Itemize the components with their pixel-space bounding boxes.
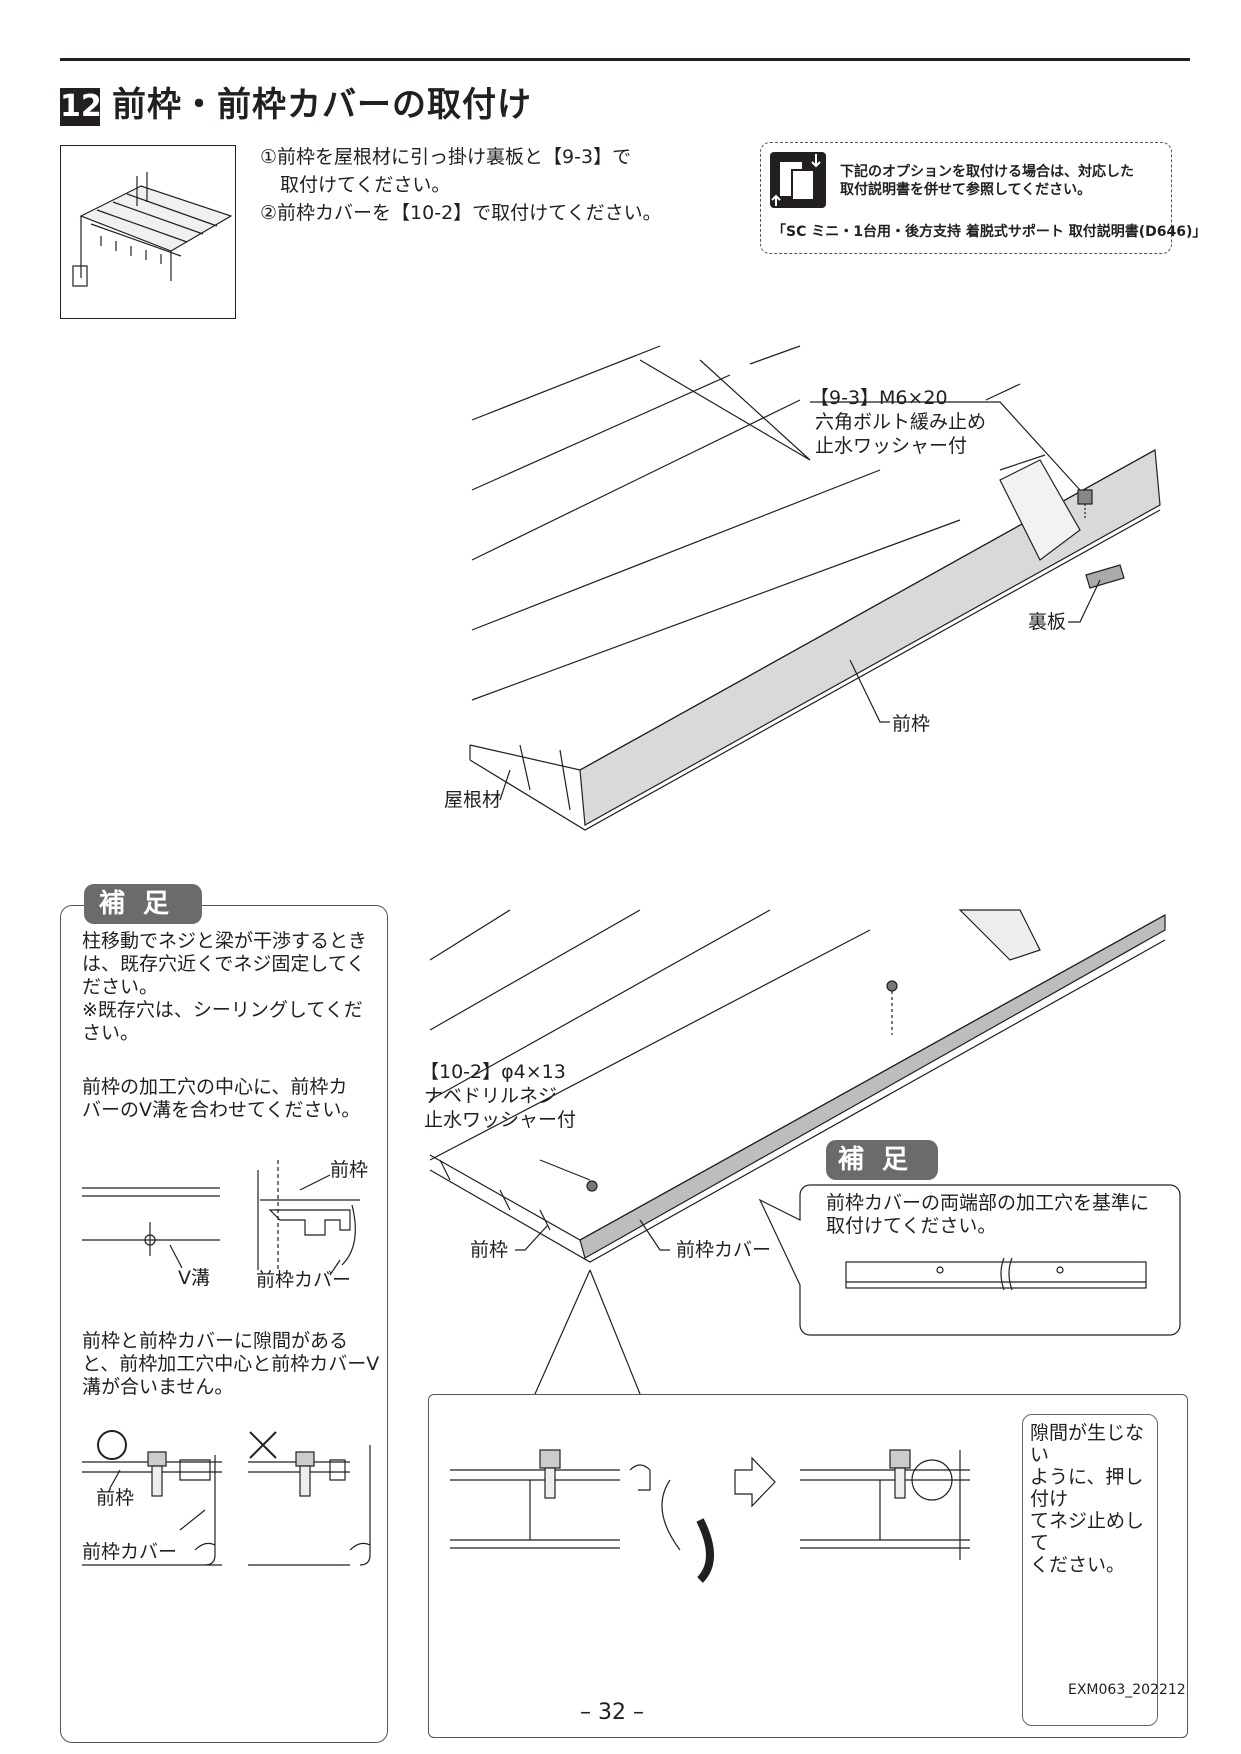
callout-line3: てネジ止めして [1030, 1510, 1145, 1554]
supplement-tab-right: 補足 [826, 1140, 938, 1180]
instruction-1: ①前枠を屋根材に引っ掛け裏板と【9-3】で [260, 146, 632, 168]
supplement-right-text: 前枠カバーの両端部の加工穴を基準に 取付けてください。 [826, 1192, 1156, 1238]
callout-text: 隙間が生じない ように、押し付け てネジ止めして ください。 [1030, 1422, 1156, 1576]
para1-line2: は、既存穴近くでネジ固定してく [82, 953, 366, 975]
para1-line3: ださい。 [82, 976, 159, 998]
callout-line2: ように、押し付け [1030, 1466, 1144, 1510]
supplement-tab-left: 補足 [84, 884, 202, 924]
para2-line1: 前枠の加工穴の中心に、前枠カ [82, 1076, 348, 1098]
detail-box [428, 1394, 1188, 1738]
para1-line4: ※既存穴は、シーリングしてくだ [82, 999, 363, 1021]
roof-material-label: 屋根材 [444, 789, 502, 811]
page-title: 前枠・前枠カバーの取付け [112, 85, 532, 125]
front-frame-label: 前枠 [892, 713, 931, 735]
top-rule [60, 58, 1190, 61]
option-reference: 「SC ミニ・1台用・後方支持 着脱式サポート 取付説明書(D646)」 [772, 224, 1207, 240]
bolt-label-line1: 【9-3】M6×20 [810, 387, 948, 409]
front-frame-label-3: 前枠 [330, 1159, 369, 1181]
para2-line2: バーのV溝を合わせてください。 [82, 1099, 361, 1121]
front-frame-label-4: 前枠 [96, 1487, 135, 1509]
screw-label-line1: 【10-2】φ4×13 [420, 1061, 566, 1083]
front-frame-cover-label-3: 前枠カバー [82, 1541, 178, 1563]
front-frame-cover-label-2: 前枠カバー [256, 1269, 352, 1291]
supplement-para1: 柱移動でネジと梁が干渉するとき は、既存穴近くでネジ固定してく ださい。 ※既存… [82, 930, 382, 1045]
supplement-para2: 前枠の加工穴の中心に、前枠カ バーのV溝を合わせてください。 [82, 1076, 382, 1122]
para3-line3: 溝が合いません。 [82, 1376, 234, 1398]
para1-line5: さい。 [82, 1022, 140, 1044]
supplement-right-line2: 取付けてください。 [826, 1215, 997, 1237]
bolt-label-line2: 六角ボルト緩み止め [815, 411, 987, 433]
carport-thumbnail [60, 145, 236, 319]
supplement-right-line1: 前枠カバーの両端部の加工穴を基準に [826, 1192, 1150, 1214]
callout-line4: ください。 [1030, 1554, 1126, 1576]
back-plate-label: 裏板 [1028, 611, 1067, 633]
supplement-para3: 前枠と前枠カバーに隙間がある と、前枠加工穴中心と前枠カバーV 溝が合いません。 [82, 1330, 382, 1399]
callout-box [1022, 1414, 1158, 1726]
option-notice-line2: 取付説明書を併せて参照してください。 [840, 182, 1092, 198]
supplement-panel-left [60, 905, 388, 1743]
document-code: EXM063_202212 [1068, 1682, 1186, 1698]
screw-label-line2: ナベドリルネジ [424, 1085, 558, 1107]
carport-thumbnail-icon [72, 172, 233, 287]
instruction-2: ②前枠カバーを【10-2】で取付けてください。 [260, 202, 662, 224]
callout-line1: 隙間が生じない [1030, 1422, 1145, 1466]
instruction-1-cont: 取付けてください。 [280, 174, 451, 196]
option-notice-line1: 下記のオプションを取付ける場合は、対応した [840, 164, 1134, 180]
v-groove-label: V溝 [178, 1267, 210, 1289]
option-notice-box [760, 142, 1172, 254]
screw-label-line3: 止水ワッシャー付 [424, 1109, 577, 1131]
bolt-label-line3: 止水ワッシャー付 [815, 435, 968, 457]
option-notice-text: 下記のオプションを取付ける場合は、対応した 取付説明書を併せて参照してください。 [840, 163, 1134, 199]
para3-line1: 前枠と前枠カバーに隙間がある [82, 1330, 349, 1352]
step-number: 12 [60, 88, 102, 126]
front-frame-cover-label: 前枠カバー [676, 1239, 772, 1261]
para3-line2: と、前枠加工穴中心と前枠カバーV [82, 1353, 380, 1375]
page-number: – 32 – [580, 1700, 644, 1725]
para1-line1: 柱移動でネジと梁が干渉するとき [82, 930, 368, 952]
front-frame-label-2: 前枠 [470, 1239, 509, 1261]
